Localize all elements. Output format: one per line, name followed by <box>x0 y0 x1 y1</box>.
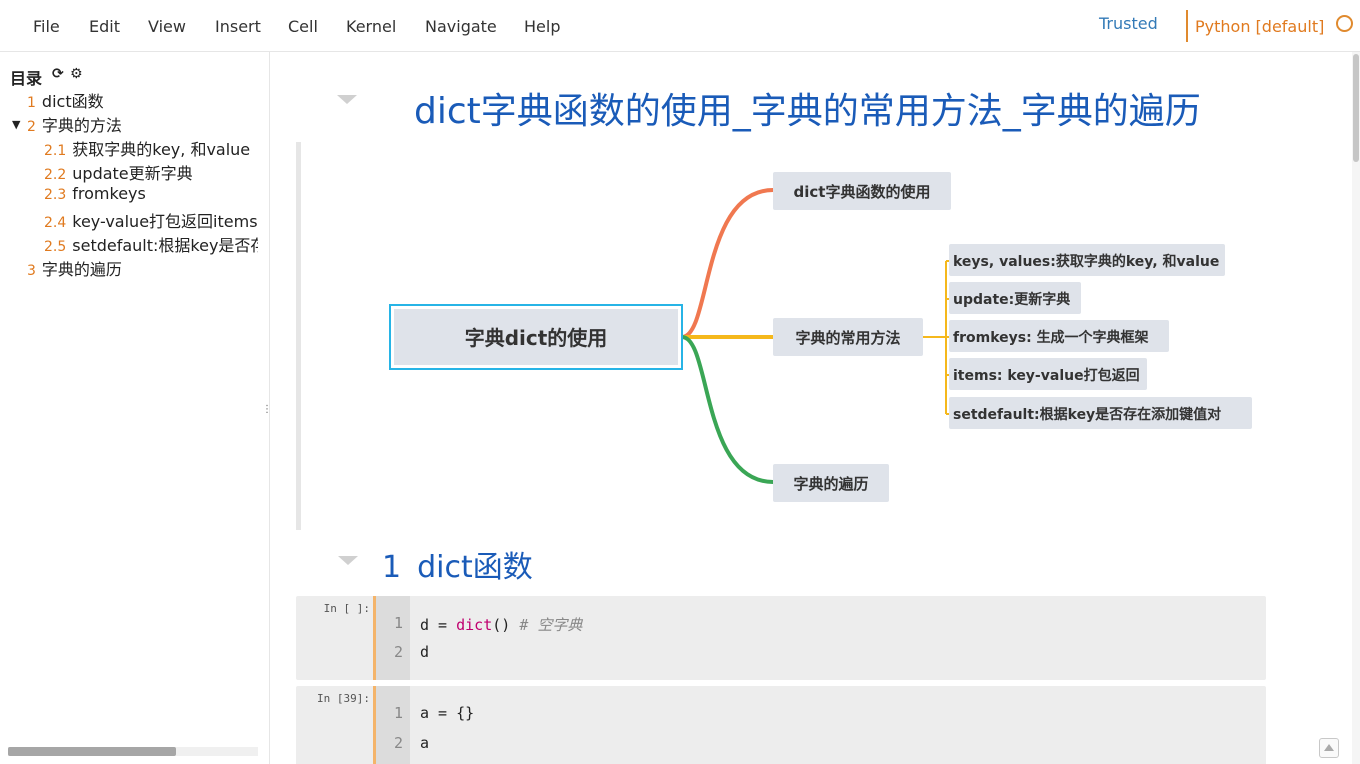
mindmap-leaf-node <box>949 358 1147 390</box>
code-line[interactable]: d = dict() # 空字典 <box>420 616 583 634</box>
toc-scrollbar-thumb[interactable] <box>8 747 176 756</box>
menu-view[interactable]: View <box>148 17 186 36</box>
menu-file[interactable]: File <box>33 17 60 36</box>
vertical-scrollbar[interactable] <box>1352 52 1360 764</box>
mindmap-leaf-node <box>949 244 1225 276</box>
resize-handle-icon[interactable]: ⋮ <box>262 404 272 415</box>
gear-icon[interactable]: ⚙ <box>70 66 83 82</box>
mindmap-branch-node <box>773 464 889 502</box>
code-line[interactable]: a = {} <box>420 704 475 722</box>
line-number-gutter <box>376 686 410 764</box>
mindmap-branch-node <box>773 318 923 356</box>
trusted-indicator[interactable]: Trusted <box>1099 14 1158 33</box>
vertical-scrollbar-thumb[interactable] <box>1353 54 1359 162</box>
menu-kernel[interactable]: Kernel <box>346 17 397 36</box>
kernel-separator <box>1186 10 1188 42</box>
collapse-heading-icon[interactable] <box>337 95 357 104</box>
mindmap-image: 字典dict的使用 dict字典函数的使用 字典的常用方法 字典的遍历 keys… <box>389 172 1252 502</box>
kernel-name[interactable]: Python [default] <box>1195 17 1325 36</box>
mindmap-branch-node <box>773 172 951 210</box>
mindmap-leaf-node <box>949 320 1169 352</box>
toc-title: 目录 <box>10 69 43 88</box>
mindmap-leaf-node <box>949 282 1081 314</box>
menu-insert[interactable]: Insert <box>215 17 261 36</box>
caret-down-icon[interactable]: ▼ <box>12 118 21 131</box>
mindmap-leaf-label: keys, values:获取字典的key, 和value <box>953 253 1219 270</box>
mindmap-leaf-label: items: key-value打包返回 <box>953 367 1140 384</box>
menu-cell[interactable]: Cell <box>288 17 318 36</box>
code-line[interactable]: a <box>420 734 430 752</box>
menu-edit[interactable]: Edit <box>89 17 120 36</box>
mindmap-branch-label: 字典的遍历 <box>793 475 868 493</box>
mindmap-branch-label: dict字典函数的使用 <box>794 183 931 201</box>
notebook-area: dict字典函数的使用_字典的常用方法_字典的遍历 字典dict的使用 dict… <box>271 52 1360 764</box>
code-cell[interactable]: In [ ]: 1 d = dict() # 空字典 2 d <box>296 596 1266 680</box>
line-number-gutter <box>376 596 410 680</box>
scroll-to-top-icon[interactable] <box>1319 738 1339 758</box>
collapse-heading-icon[interactable] <box>338 556 358 565</box>
mindmap-branch-label: 字典的常用方法 <box>795 329 900 347</box>
mindmap-connector-1 <box>681 188 774 339</box>
cell-prompt: In [39]: <box>317 692 370 705</box>
refresh-icon[interactable]: ⟳ <box>52 66 64 82</box>
mindmap-leaf-label: setdefault:根据key是否存在添加键值对 <box>953 406 1221 423</box>
notebook-title-heading: dict字典函数的使用_字典的常用方法_字典的遍历 <box>414 91 1201 132</box>
cell-prompt: In [ ]: <box>323 602 370 615</box>
mindmap-leaf-label: update:更新字典 <box>953 291 1070 308</box>
cell-selection-bar <box>296 142 301 530</box>
mindmap-leaf-node <box>949 397 1252 429</box>
menu-navigate[interactable]: Navigate <box>425 17 497 36</box>
mindmap-connector-3 <box>681 335 774 484</box>
mindmap-leaf-label: fromkeys: 生成一个字典框架 <box>953 329 1149 346</box>
code-cell[interactable]: In [39]: 1 a = {} 2 a <box>296 686 1266 764</box>
menu-bar: File Edit View Insert Cell Kernel Naviga… <box>0 0 1360 52</box>
kernel-idle-icon <box>1336 15 1353 32</box>
mindmap-root-label: 字典dict的使用 <box>465 326 608 350</box>
code-line[interactable]: d <box>420 643 430 661</box>
menu-help[interactable]: Help <box>524 17 561 36</box>
